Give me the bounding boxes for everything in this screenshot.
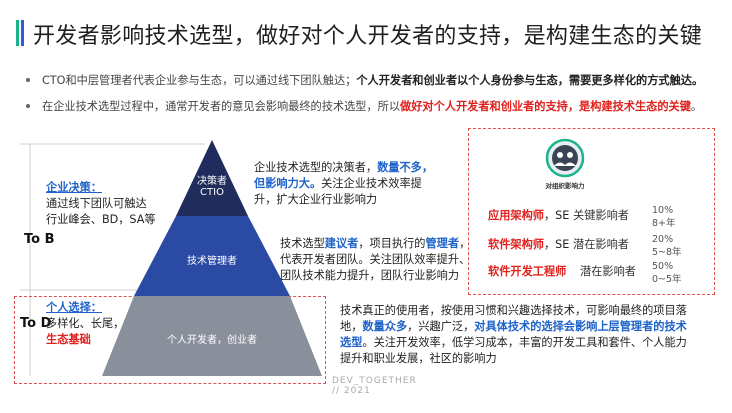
bullet-2: 在企业技术选型过程中，通常开发者的意见会影响最终的技术选型，所以做好对个人开发者… xyxy=(26,98,702,114)
footer-line-1: DEV_TOGETHER xyxy=(332,376,417,386)
left-bracket-lines xyxy=(20,143,205,376)
role-1-suffix: ，SE xyxy=(543,209,570,222)
influence-panel xyxy=(468,128,715,295)
role-3-percent: 50% xyxy=(652,261,674,272)
role-1: 应用架构师 xyxy=(488,209,544,222)
enterprise-line-2: 行业峰会、BD，SA等 xyxy=(46,213,156,226)
footer-line-2: // 2021 xyxy=(332,386,371,396)
bullet-2-end: 。 xyxy=(690,100,703,113)
pyramid-middle xyxy=(134,216,290,296)
desc-mid-l2: 代表开发者团队。关注团队效率提升、 xyxy=(280,253,471,266)
role-2-level: 潜在影响者 xyxy=(573,238,629,251)
desc-mid-p2: ，项目执行的 xyxy=(358,237,426,250)
influence-label: 对组织影响力 xyxy=(545,182,585,190)
bullet-1-text: CTO和中层管理者代表企业参与生态，可以通过线下团队触达； xyxy=(42,74,357,87)
people-group-icon xyxy=(545,138,585,178)
to-b-label: To B xyxy=(24,232,55,247)
bullet-1: CTO和中层管理者代表企业参与生态，可以通过线下团队触达；个人开发者和创业者以个… xyxy=(26,72,703,88)
pyramid-bottom-label: 个人开发者，创业者 xyxy=(167,335,257,346)
desc-bot-l1: 技术真正的使用者，按使用习惯和兴趣选择技术，可影响最终的项目落 xyxy=(340,304,687,317)
desc-bottom: 技术真正的使用者，按使用习惯和兴趣选择技术，可影响最终的项目落 地，数量众多，兴… xyxy=(340,303,720,367)
desc-mid-p3: ， xyxy=(459,237,471,250)
role-2-pct: 20% 5~8年 xyxy=(652,233,682,259)
personal-line: 多样化、长尾， xyxy=(46,317,125,330)
pyramid-top xyxy=(176,140,248,216)
role-1-years: 8+年 xyxy=(652,218,676,229)
influence-row-1: 应用架构师，SE xyxy=(488,207,569,223)
enterprise-title: 企业决策： xyxy=(46,181,102,194)
desc-bot-l3b: 。关注开发效率，低学习成本，丰富的开发工具和套件、个人能力 xyxy=(362,336,687,349)
desc-bot-l3blue: 选型 xyxy=(340,336,363,349)
role-3: 软件开发工程师 xyxy=(488,265,567,278)
role-1-pct: 10% 8+年 xyxy=(652,204,676,230)
personal-red: 生态基础 xyxy=(46,333,91,346)
desc-bot-l2a: 地， xyxy=(340,320,363,333)
pyramid-middle-label: 技术管理者 xyxy=(187,256,237,267)
desc-top-blue2: 但影响力大。 xyxy=(254,177,322,190)
bullet-dot xyxy=(26,78,30,82)
page-title: 开发者影响技术选型，做好对个人开发者的支持，是构建生态的关键 xyxy=(33,24,703,49)
to-d-label: To D xyxy=(20,316,52,331)
footer-logo: DEV_TOGETHER // 2021 xyxy=(332,376,417,396)
bullet-1-bold: 个人开发者和创业者以个人身份参与生态，需要更多样化的方式触达。 xyxy=(356,74,704,87)
title-accent-blue xyxy=(21,20,24,46)
role-3-pct: 50% 0~5年 xyxy=(652,260,682,286)
enterprise-block: 企业决策： 通过线下团队可触达 行业峰会、BD，SA等 xyxy=(46,180,156,228)
influence-row-2: 软件架构师，SE xyxy=(488,236,569,252)
pyramid-top-label: 决策者 CTIO xyxy=(180,172,244,198)
pyramid-top-line-2: CTIO xyxy=(200,187,224,198)
personal-block: 个人选择： 多样化、长尾， 生态基础 xyxy=(46,300,124,348)
role-3-level: 潜在影响者 xyxy=(580,265,636,278)
role-1-percent: 10% xyxy=(652,205,674,216)
influence-row-3: 软件开发工程师 xyxy=(488,263,566,279)
desc-mid-l3: 团队技术能力提升，团队行业影响力 xyxy=(280,269,460,282)
personal-title: 个人选择： xyxy=(46,301,102,314)
desc-mid-p1: 技术选型 xyxy=(280,237,325,250)
role-1-level: 关键影响者 xyxy=(573,209,629,222)
bullet-2-red: 做好对个人开发者和创业者的支持，是构建技术生态的关键 xyxy=(400,100,691,113)
desc-top: 企业技术选型的决策者，数量不多， 但影响力大。关注企业技术效率提 升，扩大企业行… xyxy=(254,160,454,208)
desc-top-p1: 企业技术选型的决策者， xyxy=(254,161,378,174)
desc-top-blue: 数量不多， xyxy=(377,161,434,174)
role-2: 软件架构师 xyxy=(488,238,544,251)
role-2-suffix: ，SE xyxy=(543,238,570,251)
desc-bot-l4: 提升和职业发展，社区的影响力 xyxy=(340,352,497,365)
role-2-percent: 20% xyxy=(652,234,674,245)
desc-mid-blue1: 建议者 xyxy=(324,237,359,250)
desc-middle: 技术选型建议者，项目执行的管理者， 代表开发者团队。关注团队效率提升、 团队技术… xyxy=(280,236,480,284)
desc-top-p3: 升，扩大企业行业影响力 xyxy=(254,193,378,206)
role-3-years: 0~5年 xyxy=(652,274,682,285)
pyramid-bottom xyxy=(102,296,322,376)
pyramid-top-line-1: 决策者 xyxy=(197,176,227,187)
role-2-years: 5~8年 xyxy=(652,247,682,258)
enterprise-line-1: 通过线下团队可触达 xyxy=(46,197,147,210)
title-accent-green xyxy=(16,20,19,46)
desc-bot-l2b: ，兴趣广泛， xyxy=(407,320,475,333)
pyramid xyxy=(102,140,322,376)
bullet-dot xyxy=(26,104,30,108)
bullet-2-text: 在企业技术选型过程中，通常开发者的意见会影响最终的技术选型，所以 xyxy=(42,100,401,113)
desc-top-p2: 关注企业技术效率提 xyxy=(321,177,422,190)
desc-mid-blue2: 管理者 xyxy=(425,237,460,250)
desc-bot-l2blue2: 对具体技术的选择会影响上层管理者的技术 xyxy=(474,320,687,333)
desc-bot-l2blue: 数量众多 xyxy=(362,320,408,333)
